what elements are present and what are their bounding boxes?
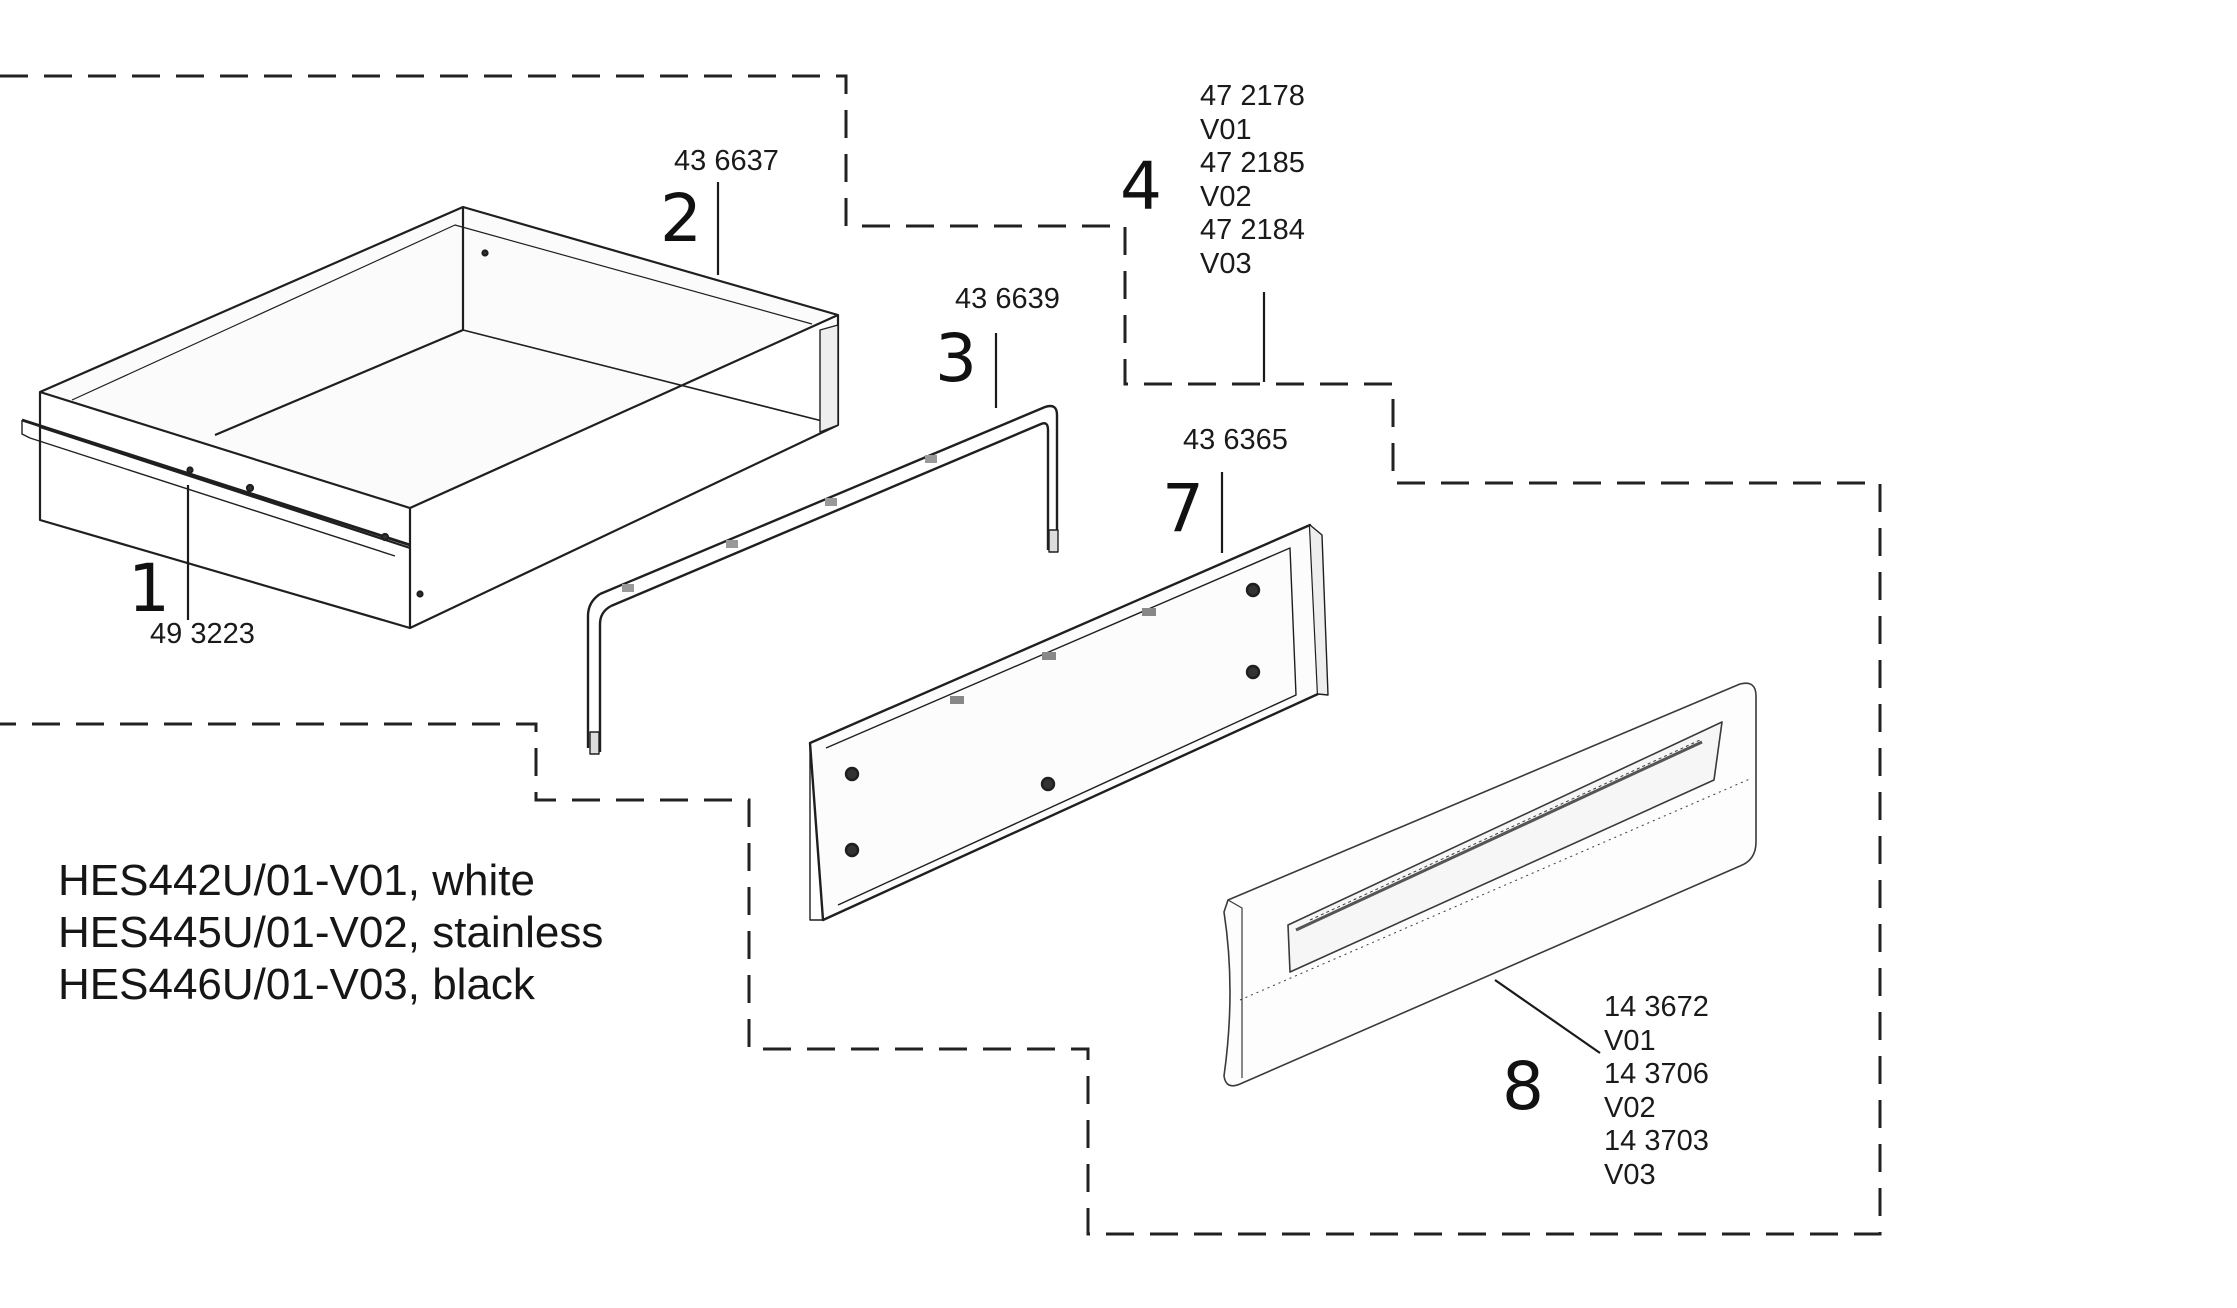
frame-rail	[586, 404, 1059, 755]
front-panel	[1223, 682, 1757, 1087]
part-number-7: 43 6365	[1183, 424, 1288, 456]
part-4-variant: V02	[1200, 180, 1252, 213]
model-line: HES445U/01-V02, stainless	[58, 908, 604, 957]
part-number-2: 43 6637	[674, 145, 779, 177]
part-number-1: 49 3223	[150, 618, 255, 650]
assembly-boundary-lines	[0, 74, 1882, 1236]
model-line: HES442U/01-V01, white	[58, 856, 535, 905]
leader-8	[1494, 979, 1601, 1054]
part-number-3: 43 6639	[955, 283, 1060, 315]
part-4-variant: V03	[1200, 247, 1252, 280]
callout-1: 1	[128, 550, 170, 627]
part-4-code: 47 2185	[1200, 147, 1305, 179]
callout-2: 2	[660, 180, 702, 257]
part-8-code: 14 3672	[1604, 991, 1709, 1023]
callout-8: 8	[1502, 1048, 1544, 1125]
inner-panel	[808, 523, 1329, 922]
callout-3: 3	[935, 320, 977, 397]
part-8-variant: V03	[1604, 1158, 1656, 1191]
model-list: HES442U/01-V01, white HES445U/01-V02, st…	[58, 855, 603, 1011]
leader-lines	[186, 182, 1601, 1054]
part-8-code: 14 3706	[1604, 1058, 1709, 1090]
part-8-variant: V01	[1604, 1024, 1656, 1057]
part-8-variant: V02	[1604, 1091, 1656, 1124]
callout-4: 4	[1120, 148, 1162, 225]
part-4-code: 47 2184	[1200, 214, 1305, 246]
part-4-code-list: 47 2178 V01 47 2185 V02 47 2184 V03	[1200, 80, 1305, 281]
callout-7: 7	[1162, 470, 1204, 547]
boundary-upper	[0, 74, 1882, 1236]
model-line: HES446U/01-V03, black	[58, 960, 535, 1009]
part-8-code: 14 3703	[1604, 1125, 1709, 1157]
part-4-variant: V01	[1200, 113, 1252, 146]
drawer-box	[21, 205, 840, 630]
part-8-code-list: 14 3672 V01 14 3706 V02 14 3703 V03	[1604, 991, 1709, 1192]
part-4-code: 47 2178	[1200, 80, 1305, 112]
